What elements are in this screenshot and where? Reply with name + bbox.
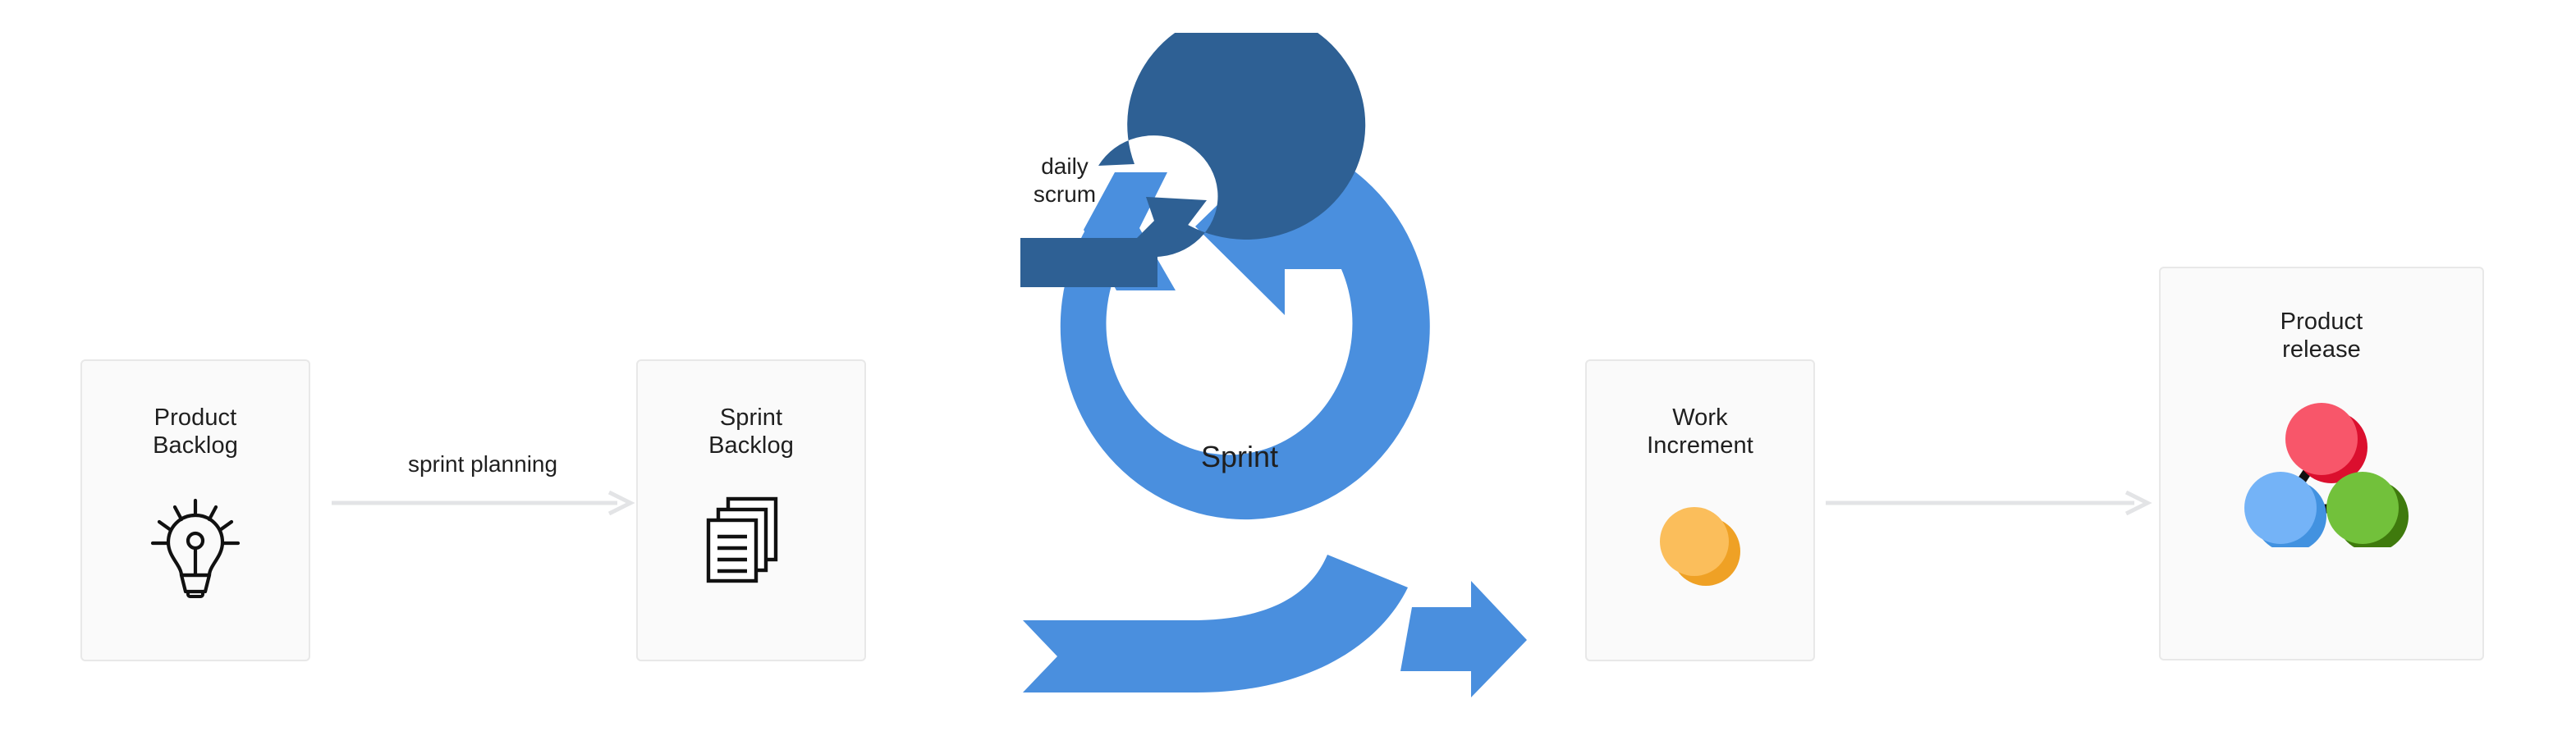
card-product-backlog-label: Product Backlog [153,404,238,459]
sprint-label: Sprint [1200,440,1279,473]
scrum-cycle-graphic [919,10,1543,697]
network-triangle-icon [2231,400,2412,548]
connector-increment-to-release [1824,490,2152,516]
card-work-increment-label: Work Increment [1647,404,1753,459]
lightbulb-icon [142,494,249,601]
connector-sprint-planning-label: sprint planning [407,451,558,477]
daily-scrum-label: daily scrum [1033,153,1097,208]
card-work-increment[interactable]: Work Increment [1585,359,1815,661]
connector-sprint-planning [330,490,635,516]
overlapping-circles-icon [1655,502,1745,592]
card-sprint-backlog-label: Sprint Backlog [708,404,794,459]
card-product-release[interactable]: Product release [2159,267,2484,660]
card-product-release-label: Product release [2280,309,2363,363]
card-sprint-backlog[interactable]: Sprint Backlog [636,359,866,661]
stacked-documents-icon [702,494,800,592]
card-product-backlog[interactable]: Product Backlog [80,359,310,661]
daily-scrum-cycle-arrow [1098,10,1366,258]
